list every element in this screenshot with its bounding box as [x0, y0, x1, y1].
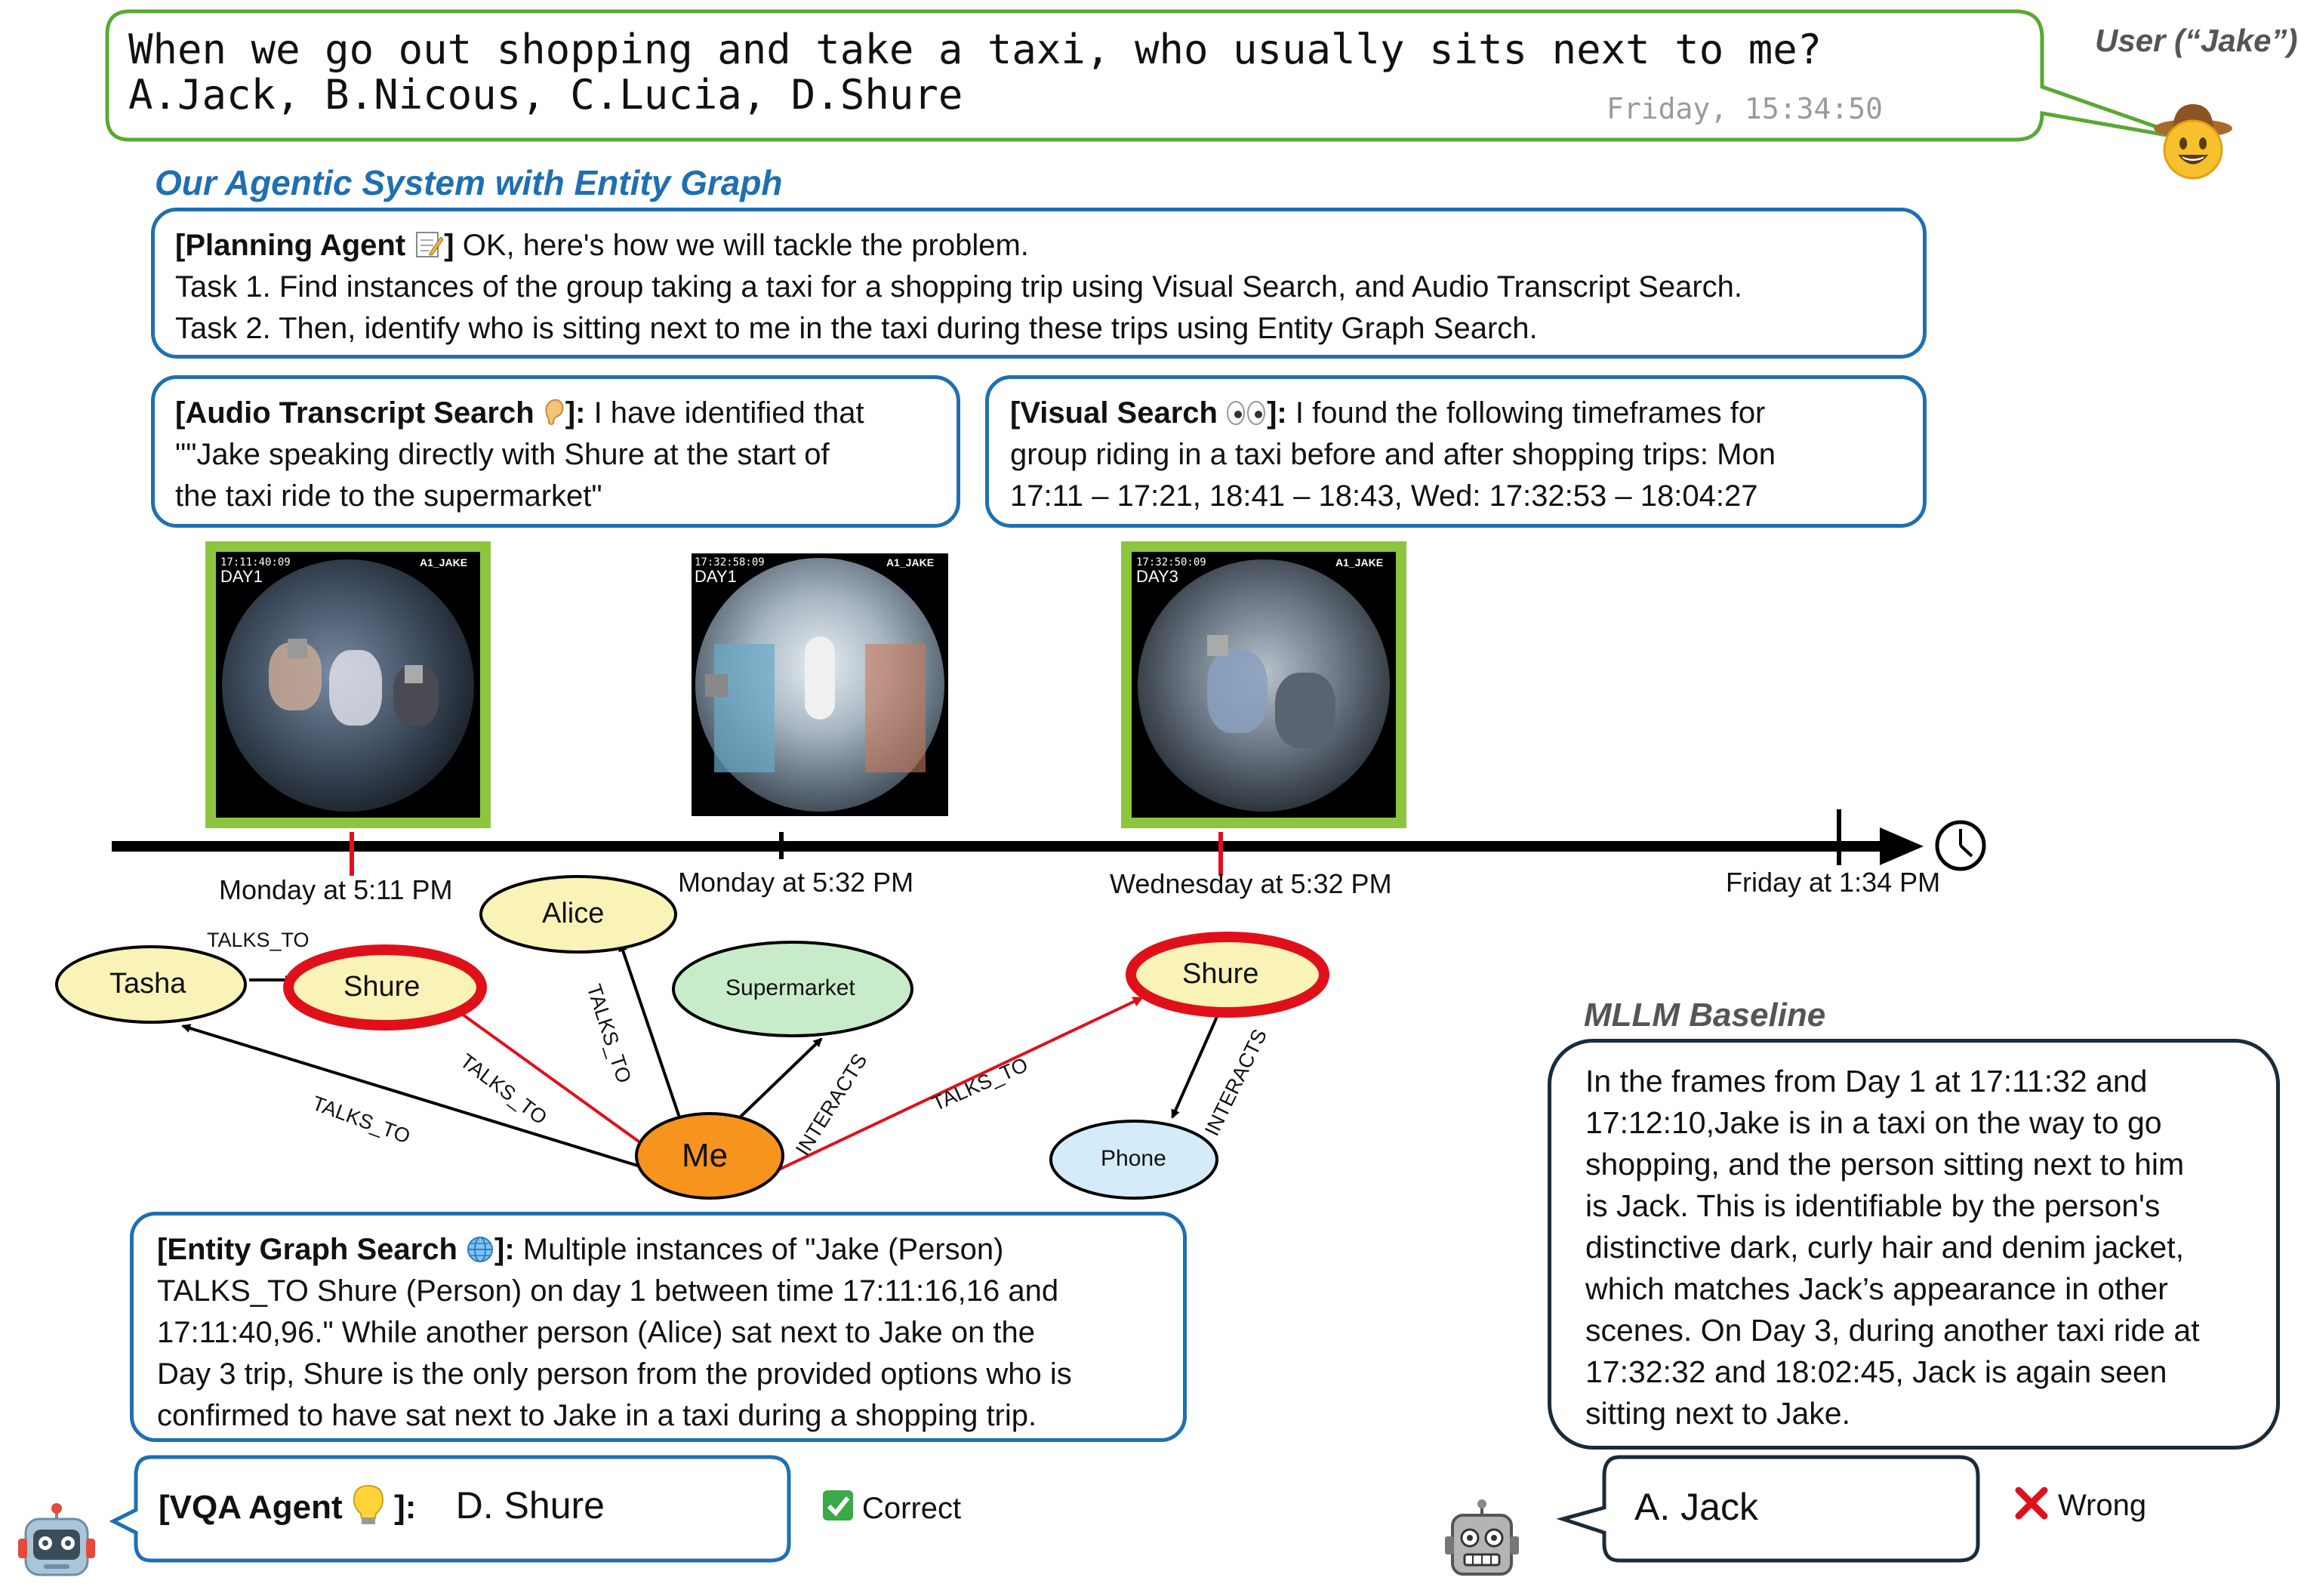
audio-search-text: [Audio Transcript Search ]: I have ident…: [175, 396, 864, 513]
baseline-text: In the frames from Day 1 at 17:11:32 and…: [1585, 1064, 2200, 1431]
node-alice: [479, 875, 677, 954]
baseline-box: [1548, 1039, 2280, 1450]
entity-search-tag: [Entity Graph Search: [157, 1233, 457, 1266]
user-label: User (“Jake”): [2095, 23, 2298, 58]
question-line-2: A.Jack, B.Nicous, C.Lucia, D.Shure: [128, 71, 963, 119]
vqa-tag: [VQA Agent: [159, 1489, 343, 1526]
edge-shure2-phone: [1171, 1011, 1221, 1119]
node-phone: [1049, 1120, 1218, 1200]
edge-me-tasha: [181, 1024, 641, 1168]
question-bubble-shape: [105, 9, 2194, 142]
node-me: [635, 1112, 784, 1200]
check-icon: [823, 1490, 853, 1521]
question-timestamp: Friday, 15:34:50: [1606, 92, 1884, 125]
edge-label-tasha-shure: TALKS_TO: [207, 929, 310, 951]
frame-1-stamp: 17:11:40:09: [220, 556, 291, 568]
visual-search-box: [985, 375, 1927, 528]
frame-2-stamp: 17:32:58:09: [695, 556, 765, 568]
ear-icon: [545, 399, 564, 425]
planning-agent-tag: [Planning Agent: [175, 229, 406, 262]
timeline: [112, 809, 1986, 876]
vqa-answer: D. Shure: [455, 1484, 605, 1527]
memo-icon: [416, 232, 444, 257]
wrong-x-icon: [2015, 1487, 2048, 1520]
frame-1-tag: A1_JAKE: [420, 556, 468, 568]
entity-graph: [55, 875, 1329, 1200]
node-label-alice: Alice: [542, 898, 605, 929]
planning-agent-intro: OK, here's how we will tackle the proble…: [462, 229, 1029, 262]
node-label-shure-2: Shure: [1182, 958, 1259, 990]
question-text: When we go out shopping and take a taxi,…: [128, 27, 1822, 118]
node-label-phone: Phone: [1101, 1146, 1166, 1171]
frame-1-day: DAY1: [220, 567, 263, 586]
system-title: Our Agentic System with Entity Graph: [155, 163, 783, 202]
node-label-supermarket: Supermarket: [725, 975, 855, 1000]
node-tasha: [55, 945, 247, 1024]
vqa-verdict: Correct: [862, 1492, 962, 1525]
edge-me-shure1: [452, 1007, 651, 1151]
planning-agent-box: [151, 208, 1927, 359]
visual-search-text: [Visual Search ]: I found the following …: [1010, 396, 1776, 513]
node-label-shure-1: Shure: [343, 971, 420, 1003]
node-shure-2: [1126, 932, 1329, 1018]
cowboy-avatar-icon: [2154, 104, 2232, 180]
timeline-label-2: Monday at 5:32 PM: [678, 867, 914, 898]
frame-3-stamp: 17:32:50:09: [1136, 556, 1206, 568]
video-frame-3[interactable]: 17:32:50:09 DAY3 A1_JAKE: [1132, 552, 1396, 818]
video-frame-1[interactable]: 17:11:40:09 DAY1 A1_JAKE: [216, 552, 480, 818]
baseline-title: MLLM Baseline: [1584, 997, 1826, 1034]
baseline-verdict: Wrong: [2058, 1489, 2147, 1522]
timeline-label-1: Monday at 5:11 PM: [219, 874, 453, 905]
eyes-icon: [1227, 401, 1266, 425]
planning-task-1: Task 1. Find instances of the group taki…: [175, 270, 1743, 303]
baseline-answer: A. Jack: [1634, 1486, 1758, 1528]
globe-icon: [467, 1237, 493, 1262]
audio-search-tag: [Audio Transcript Search: [175, 396, 534, 430]
robot-agent-icon: [18, 1503, 95, 1576]
planning-agent-text: [Planning Agent ] OK, here's how we will…: [175, 225, 1742, 350]
question-line-1: When we go out shopping and take a taxi,…: [128, 26, 1822, 73]
vqa-bubble-shape: [109, 1455, 791, 1563]
node-shure-1: [283, 944, 487, 1031]
node-supermarket: [672, 941, 913, 1037]
vqa-text: [VQA Agent ]: D. Shure: [159, 1484, 605, 1527]
entity-search-text: [Entity Graph Search ]: Multiple instanc…: [157, 1233, 1072, 1432]
baseline-answer-bubble-shape: [1556, 1455, 1980, 1563]
entity-search-box: [130, 1212, 1187, 1442]
robot-baseline-icon: [1445, 1499, 1519, 1576]
node-label-tasha: Tasha: [109, 968, 186, 1000]
frame-2-day: DAY1: [695, 567, 737, 586]
planning-task-2: Task 2. Then, identify who is sitting ne…: [175, 312, 1538, 345]
edge-me-alice: [618, 942, 681, 1118]
frame-3-day: DAY3: [1136, 567, 1178, 586]
timeline-label-4: Friday at 1:34 PM: [1726, 867, 1941, 898]
visual-search-tag: [Visual Search: [1010, 396, 1218, 430]
timeline-label-3: Wednesday at 5:32 PM: [1110, 868, 1392, 899]
edge-me-supermarket: [738, 1037, 823, 1119]
lightbulb-icon: [353, 1484, 384, 1524]
clock-icon: [1935, 820, 1986, 871]
edge-me-shure2: [777, 997, 1144, 1172]
node-label-me: Me: [682, 1137, 729, 1174]
frame-2-tag: A1_JAKE: [886, 556, 935, 568]
video-frame-2[interactable]: 17:32:58:09 DAY1 A1_JAKE: [692, 553, 948, 816]
frame-3-tag: A1_JAKE: [1335, 556, 1384, 568]
